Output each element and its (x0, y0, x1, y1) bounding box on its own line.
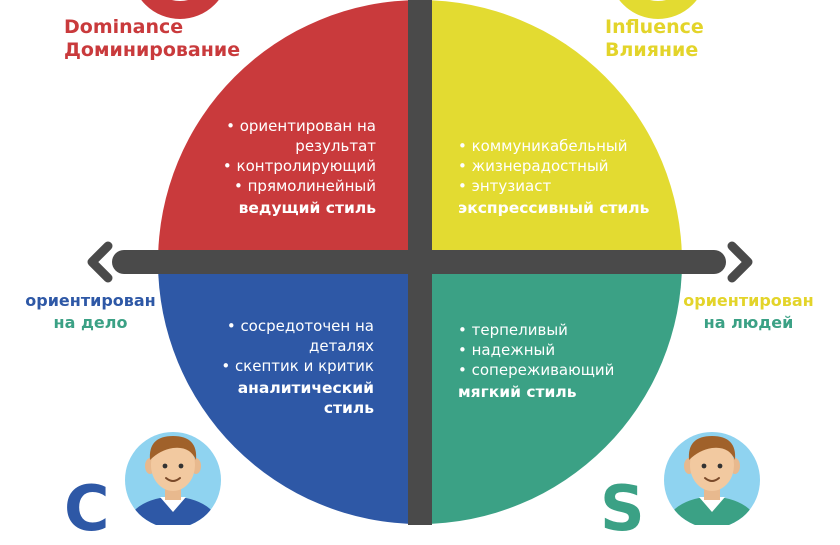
people-oriented-line2: на людей (703, 313, 794, 332)
steadiness-letter: S (600, 472, 645, 545)
people-oriented-line1: ориентирован (683, 291, 814, 310)
conscientiousness-style-line2: стиль (323, 399, 374, 417)
conscientiousness-trait-1: сосредоточен на (200, 316, 374, 336)
influence-title-ru: Влияние (605, 39, 699, 61)
person-avatar-icon (125, 432, 221, 525)
conscientiousness-letter: C (64, 472, 110, 545)
dominance-traits: ориентирован на результат контролирующий… (200, 116, 376, 218)
dominance-title-ru: Доминирование (64, 39, 241, 61)
horizontal-axis (112, 250, 726, 274)
dominance-trait-2: контролирующий (200, 156, 376, 176)
steadiness-style: мягкий стиль (458, 383, 577, 401)
dominance-title-en: Dominance (64, 16, 184, 38)
steadiness-trait-1: терпеливый (458, 320, 668, 340)
influence-title-en: Influence (605, 16, 704, 38)
task-oriented-label: ориентирован на дело (18, 290, 163, 334)
disc-diagram (87, 0, 760, 525)
steadiness-trait-3: сопереживающий (458, 360, 668, 380)
conscientiousness-trait-2: скептик и критик (200, 356, 374, 376)
dominance-trait-1-cont: результат (295, 137, 376, 155)
influence-title: Influence Влияние (605, 16, 704, 62)
influence-trait-2: жизнерадостный (458, 156, 668, 176)
influence-trait-3: энтузиаст (458, 176, 668, 196)
steadiness-trait-2: надежный (458, 340, 668, 360)
dominance-style: ведущий стиль (238, 199, 376, 217)
influence-letter-fragment (619, 0, 697, 19)
chevron-right-icon (727, 241, 753, 283)
people-oriented-label: ориентирован на людей (676, 290, 821, 334)
influence-style: экспрессивный стиль (458, 199, 650, 217)
dominance-trait-3: прямолинейный (200, 176, 376, 196)
conscientiousness-traits: сосредоточен на деталях скептик и критик… (200, 316, 374, 418)
chevron-left-icon (87, 241, 113, 283)
dominance-letter-fragment (141, 0, 219, 19)
influence-trait-1: коммуникабельный (458, 136, 668, 156)
steadiness-traits: терпеливый надежный сопереживающий мягки… (458, 320, 668, 402)
influence-traits: коммуникабельный жизнерадостный энтузиас… (458, 136, 668, 218)
dominance-trait-1: ориентирован на (200, 116, 376, 136)
dominance-title: Dominance Доминирование (64, 16, 240, 62)
conscientiousness-style-line1: аналитический (237, 379, 374, 397)
conscientiousness-trait-1-cont: деталях (308, 337, 374, 355)
task-oriented-line2: на дело (53, 313, 128, 332)
person-avatar-icon (664, 432, 760, 525)
task-oriented-line1: ориентирован (25, 291, 156, 310)
